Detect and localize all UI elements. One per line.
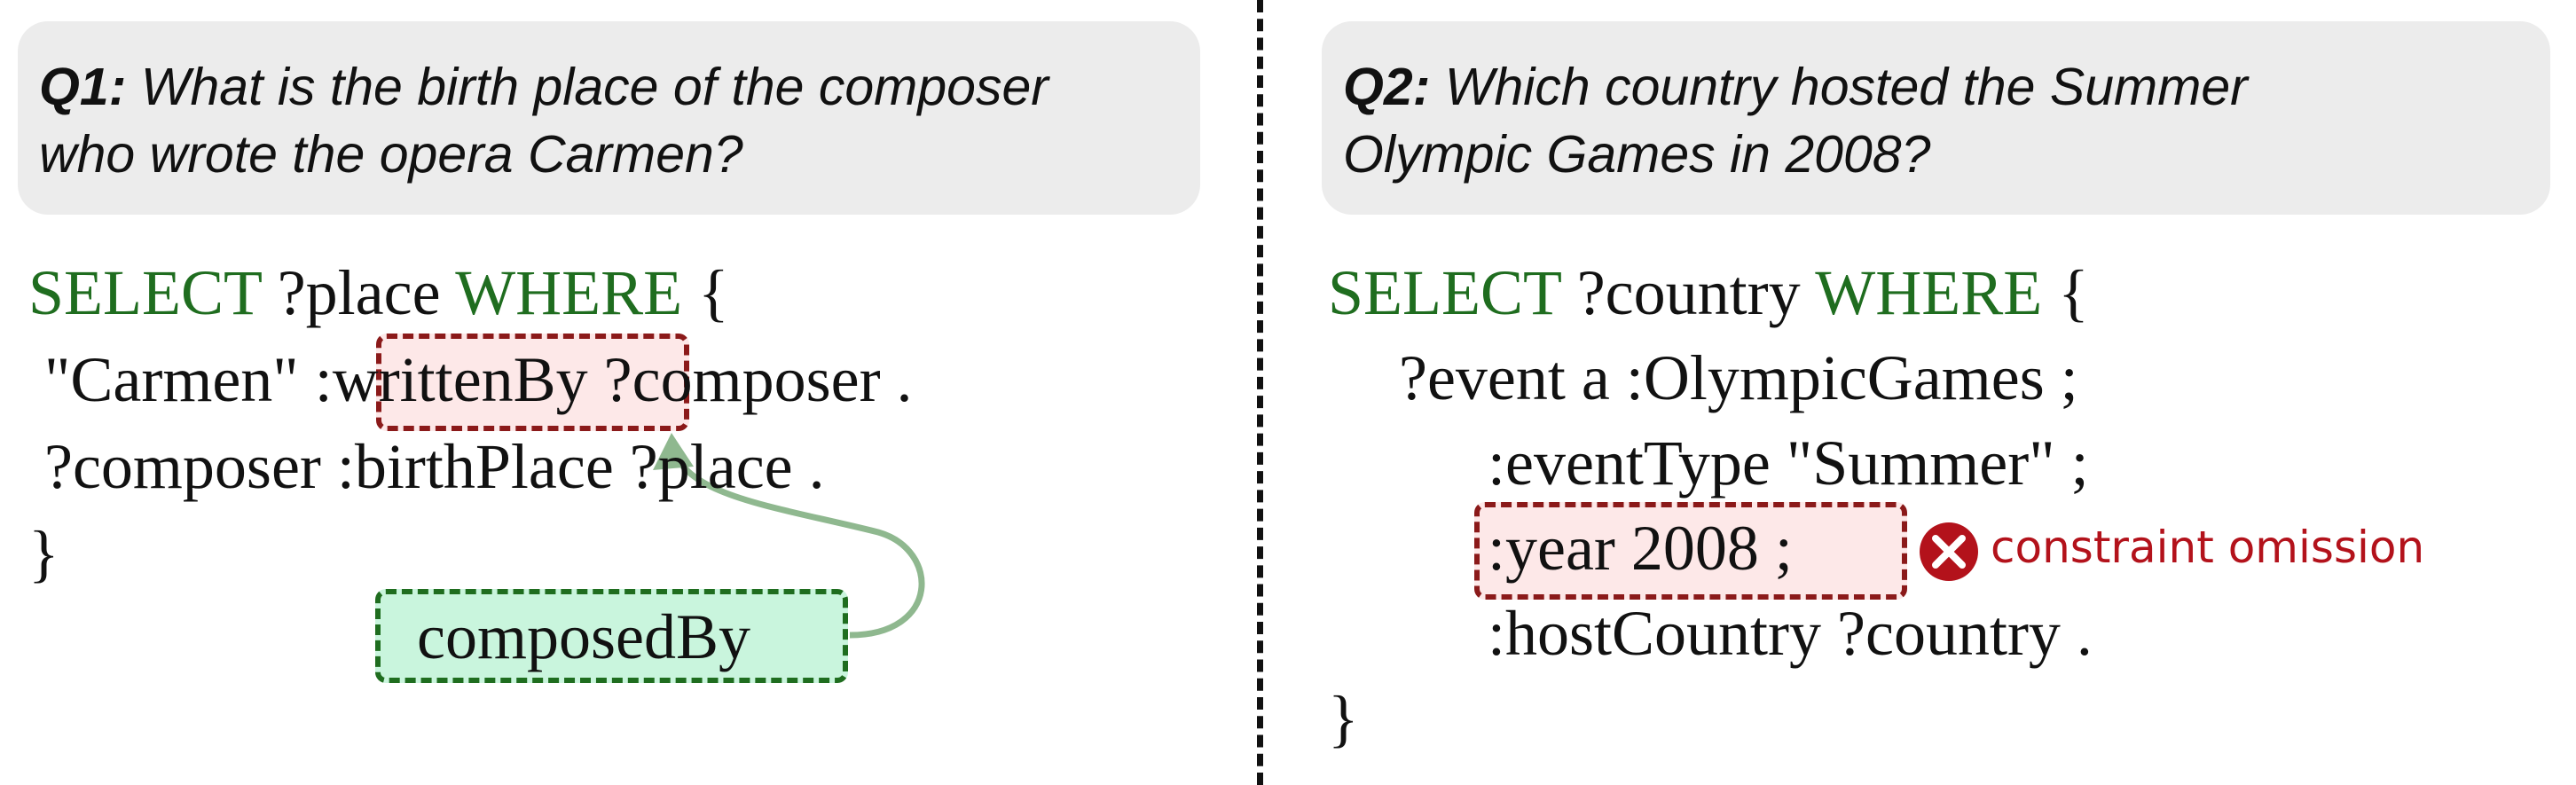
q1-select-keyword: SELECT	[28, 257, 262, 328]
q2-triple-event-type: ?event a :OlympicGames ;	[1399, 342, 2078, 413]
q2-where-keyword: WHERE	[1815, 257, 2043, 328]
q1-question-box: Q1: What is the birth place of the compo…	[18, 21, 1200, 215]
correction-arrow-head	[653, 433, 694, 470]
q1-text-line1: What is the birth place of the composer	[126, 58, 1048, 116]
q1-question-line2: who wrote the opera Carmen?	[39, 125, 743, 184]
q2-omitted-constraint-box	[1474, 502, 1907, 600]
correction-arrow-line	[668, 443, 925, 639]
q1-triple-1-subject: "Carmen" :	[28, 344, 333, 415]
q1-select-line: SELECT ?place WHERE {	[28, 250, 729, 335]
q2-select-var: ?country	[1560, 257, 1816, 328]
x-circle-icon	[1920, 522, 1978, 581]
q2-open-brace: {	[2042, 257, 2089, 328]
q1-triple-1-object: ?composer .	[587, 344, 913, 415]
q2-select-line: SELECT ?country WHERE {	[1328, 250, 2089, 335]
constraint-omission-label: constraint omission	[1991, 522, 2425, 573]
q2-omitted-constraint: :year 2008 ;	[1488, 513, 1793, 584]
q2-text-line1: Which country hosted the Summer	[1430, 58, 2248, 116]
q1-label: Q1:	[39, 58, 127, 116]
q1-sparql-query: SELECT ?place WHERE { "Carmen" :writtenB…	[28, 0, 913, 589]
q1-wrong-relation: writtenBy	[332, 344, 588, 415]
q1-triple-2: ?composer :birthPlace ?place .	[28, 431, 825, 502]
q1-wrong-relation-box	[376, 334, 689, 431]
q2-question-box: Q2: Which country hosted the Summer Olym…	[1322, 21, 2550, 215]
q1-correct-relation: composedBy	[417, 601, 750, 672]
q2-close-brace: }	[1328, 683, 1359, 754]
q2-triple-host-country: :hostCountry ?country .	[1488, 598, 2093, 669]
q2-triple-event-kind: :eventType "Summer" ;	[1488, 428, 2089, 498]
q1-close-brace: }	[28, 518, 59, 589]
q2-sparql-query: SELECT ?country WHERE { ?event a :Olympi…	[1328, 0, 2093, 754]
q1-correct-relation-box	[375, 589, 848, 683]
q1-open-brace: {	[682, 257, 729, 328]
q2-select-keyword: SELECT	[1328, 257, 1561, 328]
q1-where-keyword: WHERE	[455, 257, 683, 328]
q1-triple-1: "Carmen" :writtenBy ?composer .	[28, 337, 913, 422]
panel-divider	[1257, 0, 1263, 785]
q1-select-var: ?place	[261, 257, 456, 328]
q2-question-line1: Q2: Which country hosted the Summer	[1343, 53, 2529, 121]
q2-question-line2: Olympic Games in 2008?	[1343, 125, 1931, 184]
q1-question-line1: Q1: What is the birth place of the compo…	[39, 53, 1179, 121]
q2-label: Q2:	[1343, 58, 1431, 116]
